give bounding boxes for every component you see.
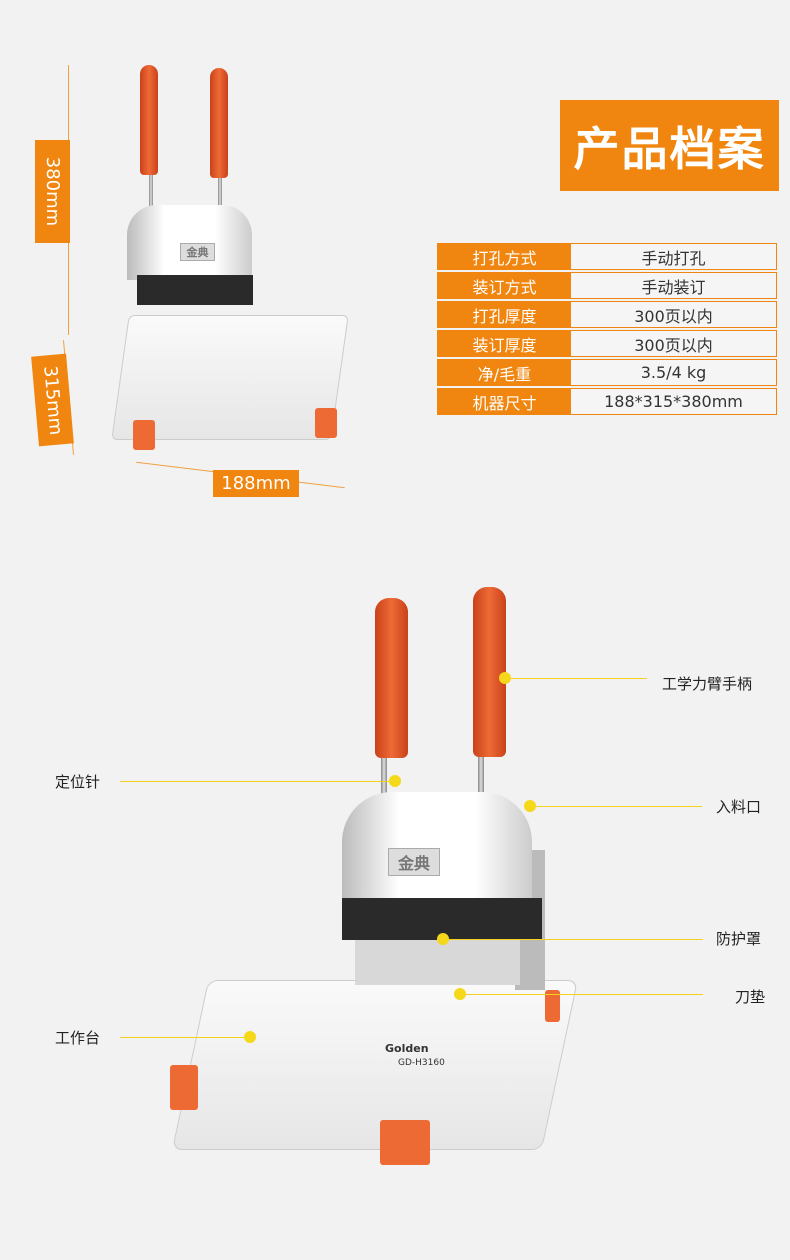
ergonomic-handle (473, 587, 506, 757)
handle-rod (218, 160, 222, 220)
spec-label: 打孔方式 (438, 244, 571, 269)
spec-value: 300页以内 (571, 302, 776, 327)
machine-foot (545, 990, 560, 1022)
depth-label: 315mm (39, 364, 66, 436)
machine-large-image: Golden GD-H3160 金典 (160, 580, 580, 1180)
callout-feed: 入料口 (716, 798, 762, 816)
machine-body (127, 205, 252, 280)
machine-small-image: 金典 (111, 60, 355, 480)
callout-dot-handle (499, 672, 511, 684)
spec-value: 3.5/4 kg (571, 360, 776, 385)
callout-pin: 定位针 (55, 773, 101, 791)
handle-rod (149, 160, 153, 220)
protective-guard (137, 275, 253, 305)
machine-base (171, 980, 579, 1150)
ergonomic-handle (375, 598, 408, 758)
callout-line-guard (443, 939, 703, 940)
callout-line-table (120, 1037, 250, 1038)
model-number: GD-H3160 (398, 1058, 445, 1068)
callout-line-feed (530, 806, 702, 807)
callout-line-pin (120, 781, 395, 782)
height-label: 380mm (42, 156, 63, 227)
handle (140, 65, 158, 175)
callout-pad: 刀垫 (735, 988, 766, 1006)
spec-row: 打孔方式手动打孔 (437, 243, 777, 270)
depth-label-box: 315mm (31, 353, 74, 447)
spec-value: 手动打孔 (571, 244, 776, 269)
callout-guard: 防护罩 (716, 930, 762, 948)
spec-label: 机器尺寸 (438, 389, 571, 414)
spec-label: 净/毛重 (438, 360, 571, 385)
machine-neck (355, 940, 520, 985)
callout-dot-feed (524, 800, 536, 812)
height-label-box: 380mm (35, 140, 70, 243)
machine-body (342, 792, 532, 902)
callout-dot-table (244, 1031, 256, 1043)
brand-name: Golden (385, 1042, 429, 1055)
machine-foot (133, 420, 155, 450)
handle (210, 68, 228, 178)
machine-foot (380, 1120, 430, 1165)
callout-dot-pad (454, 988, 466, 1000)
width-label: 188mm (213, 470, 299, 497)
spec-value: 手动装订 (571, 273, 776, 298)
spec-label: 装订厚度 (438, 331, 571, 356)
spec-value: 300页以内 (571, 331, 776, 356)
handle-rod (478, 745, 484, 805)
callout-dot-guard (437, 933, 449, 945)
callout-line-handle (505, 678, 647, 679)
spec-row: 装订方式手动装订 (437, 272, 777, 299)
brand-logo-large: 金典 (388, 848, 440, 876)
callout-line-pad (460, 994, 703, 995)
brand-logo: 金典 (180, 243, 215, 261)
spec-label: 装订方式 (438, 273, 571, 298)
machine-foot (315, 408, 337, 438)
handle-rod (381, 740, 387, 800)
page-title: 产品档案 (560, 100, 779, 191)
callout-dot-pin (389, 775, 401, 787)
machine-foot (170, 1065, 198, 1110)
callout-table: 工作台 (55, 1029, 101, 1047)
spec-value: 188*315*380mm (571, 389, 776, 414)
callout-handle: 工学力臂手柄 (662, 675, 753, 693)
spec-label: 打孔厚度 (438, 302, 571, 327)
